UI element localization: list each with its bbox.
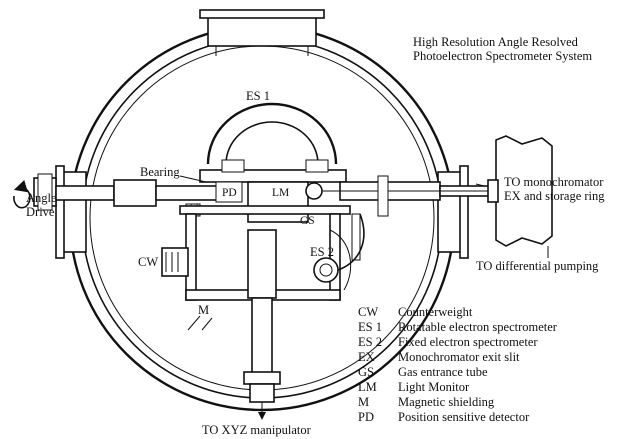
label-cw: CW xyxy=(138,255,158,269)
differential-pump-tube xyxy=(487,135,553,258)
legend-desc: Rotatable electron spectrometer xyxy=(398,320,558,334)
label-angle: Angle xyxy=(26,191,57,205)
legend-desc: Position sensitive detector xyxy=(398,410,530,424)
leader-lines xyxy=(179,175,485,187)
right-port xyxy=(437,165,469,259)
legend-desc: Fixed electron spectrometer xyxy=(398,335,538,349)
left-port xyxy=(55,165,87,259)
label-xyz-manipulator: TO XYZ manipulator xyxy=(202,423,312,437)
label-es1: ES 1 xyxy=(246,89,270,103)
legend-abbr: CW xyxy=(358,305,378,319)
top-port xyxy=(199,9,325,56)
label-lm: LM xyxy=(272,187,289,199)
legend-desc: Gas entrance tube xyxy=(398,365,488,379)
legend-abbr: ES 2 xyxy=(358,335,382,349)
es2-analyser xyxy=(313,213,365,283)
legend-desc: Light Monitor xyxy=(398,380,470,394)
legend-abbr: EX xyxy=(358,350,375,364)
legend-abbr: PD xyxy=(358,410,374,424)
label-to-monochromator: TO monochromator xyxy=(504,175,604,189)
label-gs: GS xyxy=(300,215,315,227)
legend-desc: Magnetic shielding xyxy=(398,395,495,409)
es1-analyser xyxy=(206,102,338,165)
light-monitor-box xyxy=(247,181,309,223)
label-m: M xyxy=(198,303,209,317)
magnetic-shielding-pointers xyxy=(187,315,213,331)
rotation-arrow-icon xyxy=(13,180,31,209)
label-es2: ES 2 xyxy=(310,245,334,259)
legend: CW Counterweight ES 1 Rotatable electron… xyxy=(358,305,558,424)
title-line-1: High Resolution Angle Resolved xyxy=(413,35,579,49)
label-bearing: Bearing xyxy=(140,165,180,179)
label-pd: PD xyxy=(222,187,237,199)
beam-line xyxy=(305,175,497,261)
legend-abbr: GS xyxy=(358,365,374,379)
legend-abbr: M xyxy=(358,395,369,409)
counterweight xyxy=(161,247,189,277)
legend-abbr: ES 1 xyxy=(358,320,382,334)
xyz-manipulator-shaft xyxy=(243,229,281,420)
legend-abbr: LM xyxy=(358,380,377,394)
title-line-2: Photoelectron Spectrometer System xyxy=(413,49,592,63)
label-ex: EX xyxy=(504,189,521,203)
legend-desc: Counterweight xyxy=(398,305,473,319)
position-detector-box xyxy=(215,181,243,203)
label-storage-ring: and storage ring xyxy=(524,189,605,203)
legend-desc: Monochromator exit slit xyxy=(398,350,520,364)
label-differential-pumping: TO differential pumping xyxy=(476,259,599,273)
label-drive: Drive xyxy=(26,205,55,219)
